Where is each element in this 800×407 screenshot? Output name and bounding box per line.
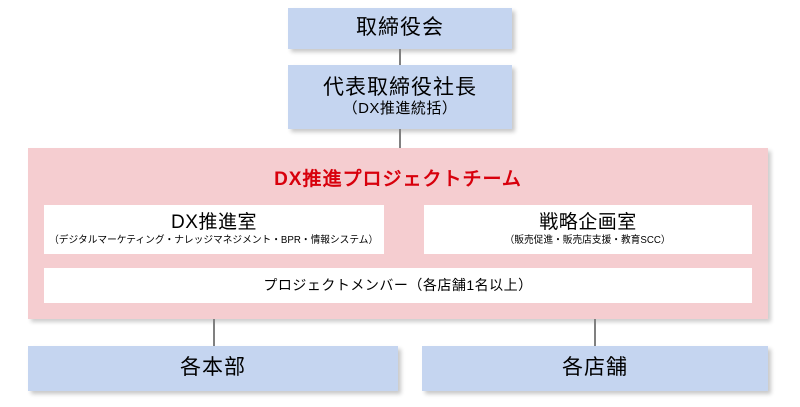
node-division-headquarters: 各本部 (28, 346, 398, 391)
inner-unit-dx: DX推進室 （デジタルマーケティング・ナレッジマネジメント・BPR・情報システム… (44, 205, 384, 254)
inner-project-members-label: プロジェクトメンバー（各店舗1名以上） (263, 277, 533, 294)
node-division-stores-label: 各店舗 (562, 356, 628, 380)
inner-unit-strategy: 戦略企画室 （販売促進・販売店支援・教育SCC） (424, 205, 752, 254)
node-president-label: 代表取締役社長 (323, 76, 477, 100)
inner-unit-strategy-title: 戦略企画室 (539, 212, 637, 234)
inner-unit-dx-sublabel: （デジタルマーケティング・ナレッジマネジメント・BPR・情報システム） (49, 234, 379, 246)
panel-project-team-title: DX推進プロジェクトチーム (274, 169, 522, 190)
inner-unit-dx-title: DX推進室 (171, 212, 257, 234)
connector-team-divisions-right (594, 319, 596, 346)
connector-board-president (399, 49, 401, 65)
node-president: 代表取締役社長 （DX推進統括） (288, 65, 512, 129)
inner-unit-strategy-sublabel: （販売促進・販売店支援・教育SCC） (505, 234, 671, 246)
inner-project-members: プロジェクトメンバー（各店舗1名以上） (44, 268, 752, 303)
connector-president-team (399, 129, 401, 149)
node-division-headquarters-label: 各本部 (180, 356, 246, 380)
node-board: 取締役会 (288, 8, 512, 49)
panel-project-team: DX推進プロジェクトチーム DX推進室 （デジタルマーケティング・ナレッジマネジ… (28, 148, 768, 319)
node-board-label: 取締役会 (356, 16, 444, 40)
node-division-stores: 各店舗 (422, 346, 768, 391)
connector-team-divisions-left (213, 319, 215, 346)
node-president-sublabel: （DX推進統括） (342, 100, 458, 118)
